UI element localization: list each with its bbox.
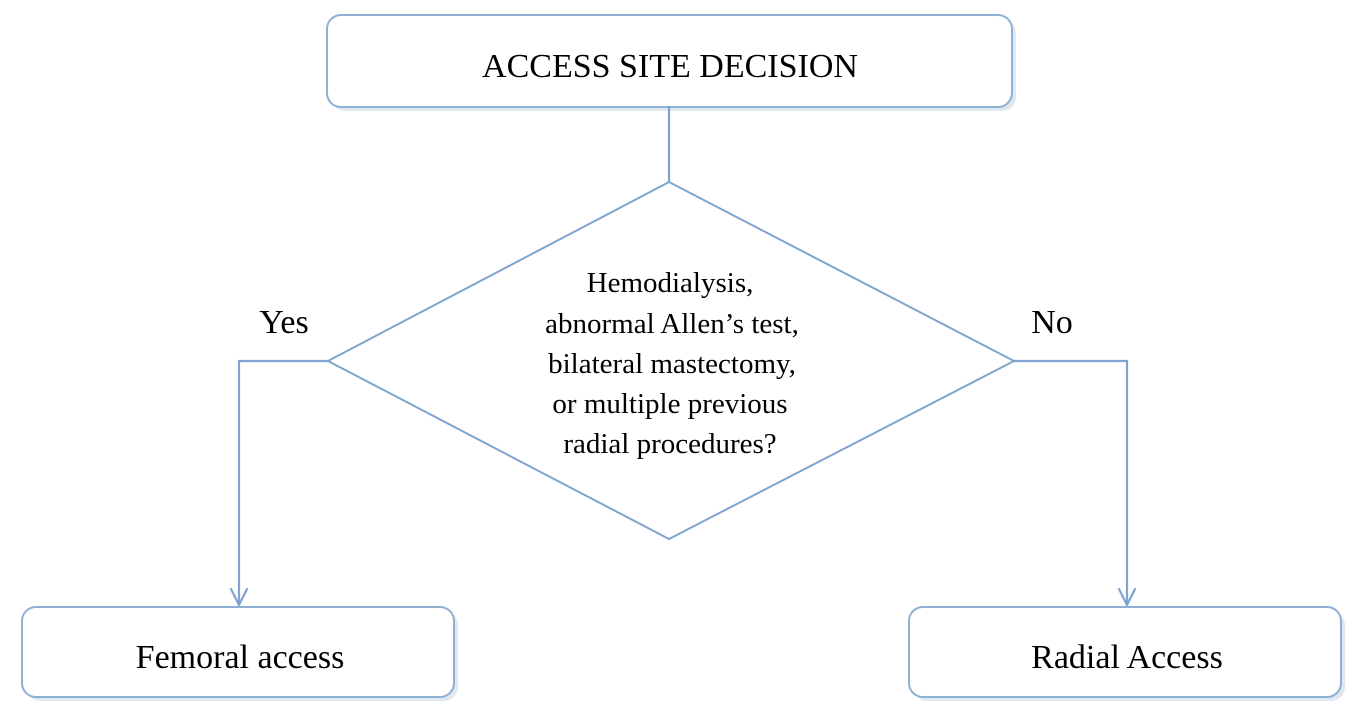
no-branch-arrowhead	[1117, 587, 1137, 607]
femoral-access-node: Femoral access	[21, 606, 458, 701]
decision-question-line-5: radial procedures?	[563, 428, 776, 460]
yes-branch-arrowhead	[229, 587, 249, 607]
no-branch-connector	[1014, 359, 1129, 604]
decision-node: Hemodialysis, abnormal Allen’s test, bil…	[325, 180, 1017, 541]
decision-question-line-2: abnormal Allen’s test,	[545, 308, 799, 340]
radial-access-label: Radial Access	[1031, 639, 1223, 676]
title-node: ACCESS SITE DECISION	[326, 14, 1016, 111]
radial-access-node: Radial Access	[908, 606, 1345, 701]
decision-question-line-4: or multiple previous	[552, 388, 787, 420]
no-branch-label: No	[1031, 304, 1073, 341]
decision-question-line-3: bilateral mastectomy,	[548, 348, 796, 380]
yes-branch-connector	[237, 359, 328, 604]
yes-branch-label: Yes	[259, 304, 308, 341]
title-node-label: ACCESS SITE DECISION	[482, 48, 858, 85]
decision-question-line-1: Hemodialysis,	[587, 267, 754, 299]
femoral-access-label: Femoral access	[136, 639, 345, 676]
